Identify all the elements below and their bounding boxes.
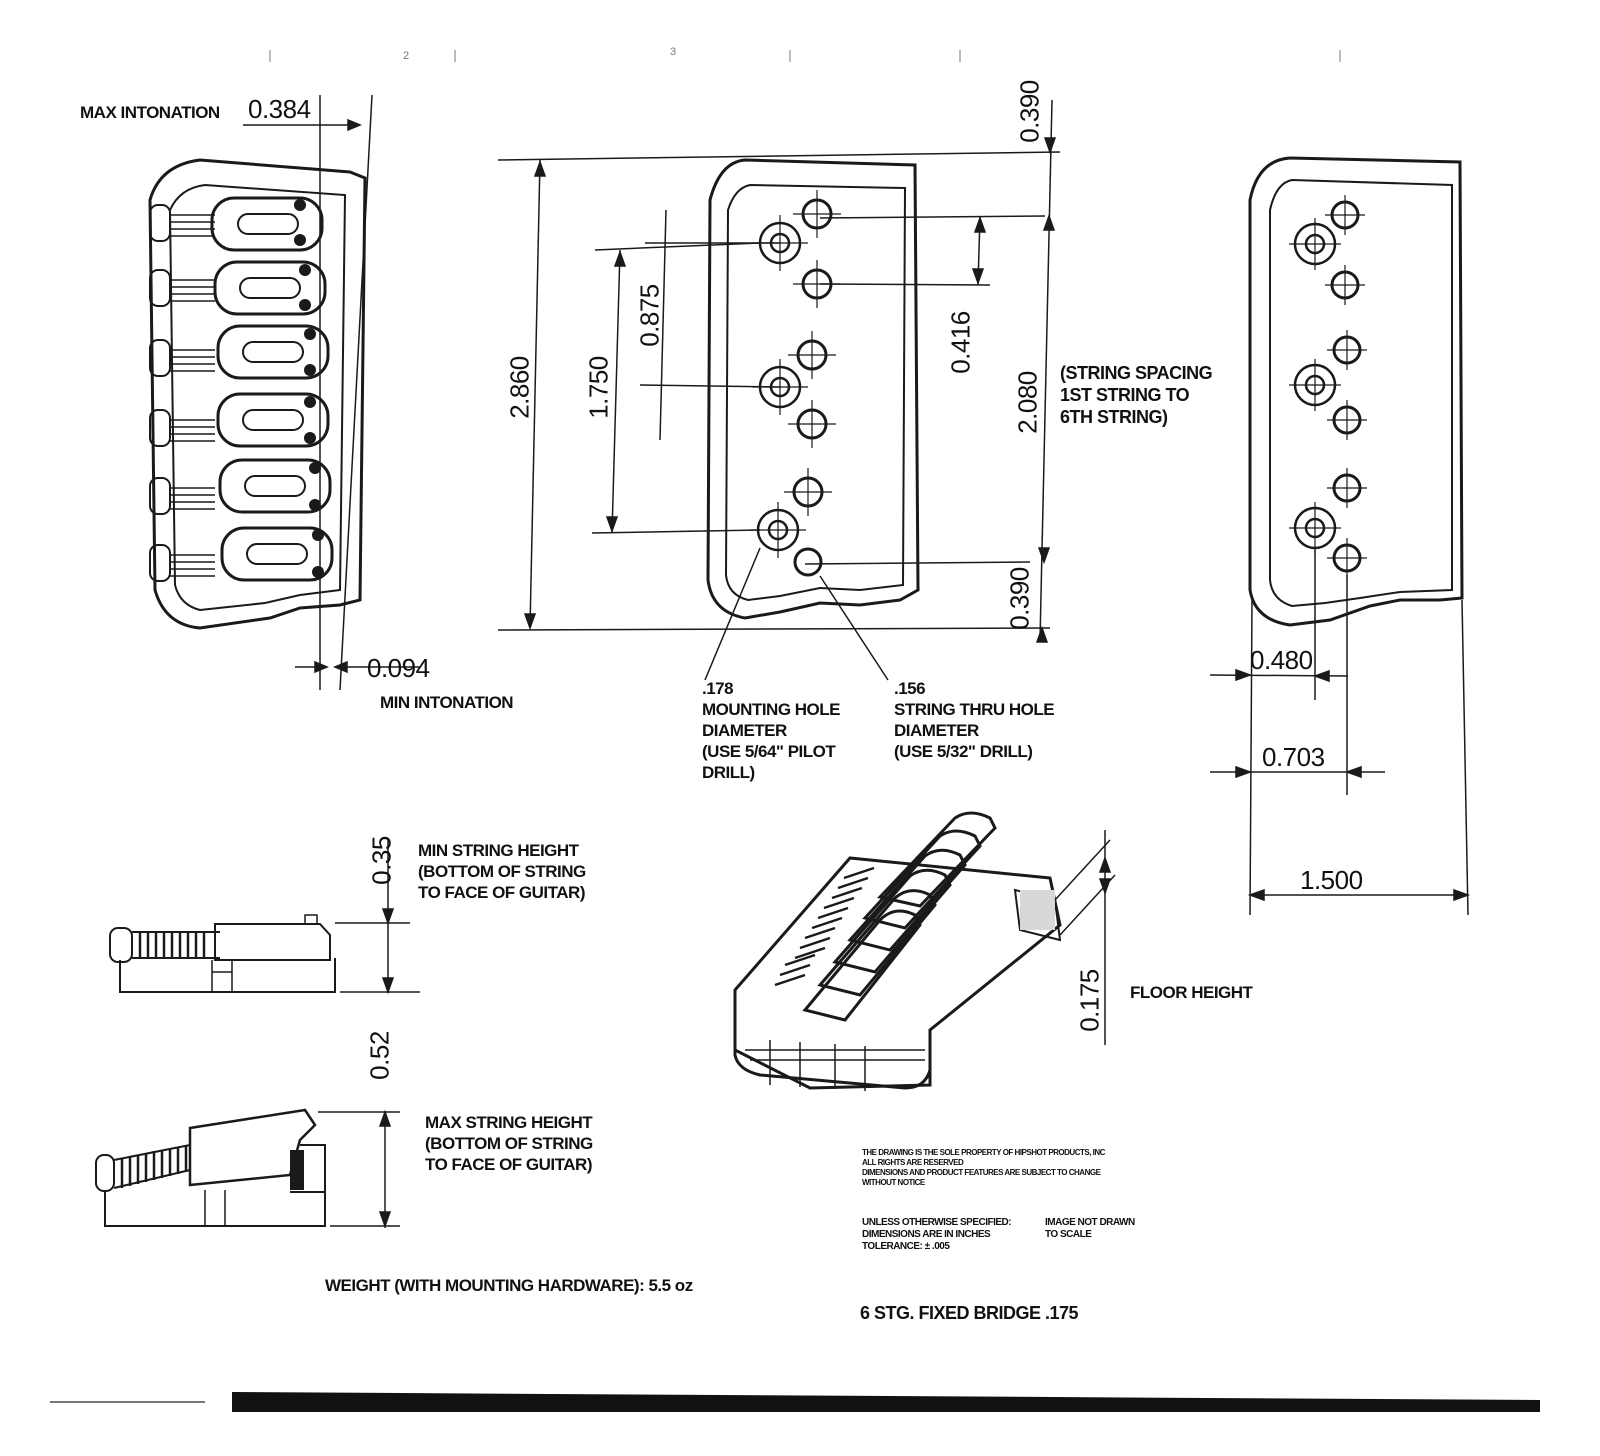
dim-2080: 2.080 <box>1012 371 1043 434</box>
dim-0703: 0.703 <box>1262 742 1325 772</box>
scale-note: IMAGE NOT DRAWN TO SCALE <box>1045 1217 1135 1240</box>
min-string-height-note: MIN STRING HEIGHT (BOTTOM OF STRING TO F… <box>418 841 586 902</box>
dim-0390-top: 0.390 <box>1014 80 1045 143</box>
dim-0416: 0.416 <box>945 311 976 374</box>
sheet-mark-3: 3 <box>670 46 676 58</box>
max-string-height-value: 0.52 <box>364 1031 395 1080</box>
isometric-view <box>733 811 1116 1091</box>
side-view-max-height <box>95 1108 400 1229</box>
unless-specified-note: UNLESS OTHERWISE SPECIFIED: DIMENSIONS A… <box>862 1217 1012 1252</box>
max-intonation-label: MAX INTONATION <box>80 103 220 122</box>
sheet-tick-marks <box>269 50 1341 62</box>
dim-0875: 0.875 <box>634 284 665 347</box>
drawing-title: 6 STG. FIXED BRIDGE .175 <box>860 1303 1079 1323</box>
property-note: THE DRAWING IS THE SOLE PROPERTY OF HIPS… <box>862 1148 1105 1187</box>
min-intonation-value: 0.094 <box>367 653 430 683</box>
weight-text: WEIGHT (WITH MOUNTING HARDWARE): 5.5 oz <box>325 1276 693 1295</box>
floor-height-label: FLOOR HEIGHT <box>1130 983 1253 1002</box>
sheet-mark-2: 2 <box>403 50 409 62</box>
top-view-plate-dimensions <box>497 99 1061 681</box>
dim-2860: 2.860 <box>504 356 535 419</box>
floor-height-value: 0.175 <box>1074 969 1105 1032</box>
dim-0480: 0.480 <box>1250 645 1313 675</box>
max-intonation-value: 0.384 <box>248 94 311 124</box>
mounting-hole-note: .178 MOUNTING HOLE DIAMETER (USE 5/64" P… <box>702 679 841 782</box>
dim-1500: 1.500 <box>1300 865 1363 895</box>
dim-1750: 1.750 <box>583 356 614 419</box>
min-string-height-value: 0.35 <box>366 836 397 885</box>
string-thru-hole-note: .156 STRING THRU HOLE DIAMETER (USE 5/32… <box>894 679 1055 761</box>
string-spacing-note: (STRING SPACING 1ST STRING TO 6TH STRING… <box>1060 363 1213 427</box>
max-string-height-note: MAX STRING HEIGHT (BOTTOM OF STRING TO F… <box>425 1113 593 1174</box>
footer-rule <box>50 1392 1540 1412</box>
min-intonation-label: MIN INTONATION <box>380 693 514 712</box>
top-view-with-saddles <box>148 94 420 691</box>
dim-0390-bottom: 0.390 <box>1004 567 1035 630</box>
top-view-plate-right <box>1209 156 1471 916</box>
side-view-min-height <box>109 838 420 995</box>
